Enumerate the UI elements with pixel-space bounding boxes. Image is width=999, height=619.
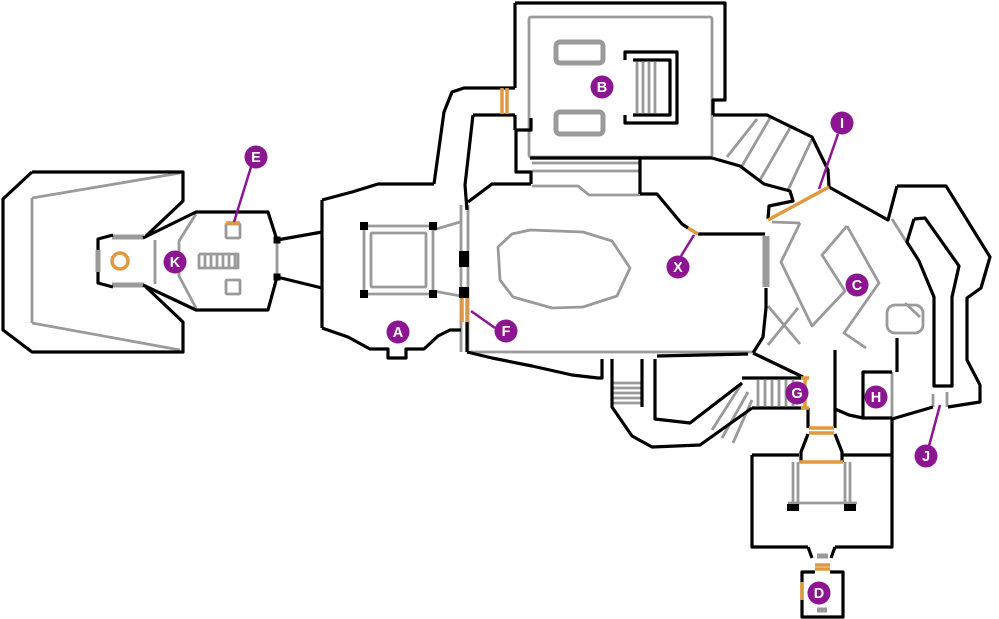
marker-X-leader-line bbox=[679, 234, 696, 257]
marker-J-circle bbox=[914, 444, 938, 468]
marker-I-circle bbox=[830, 111, 854, 135]
marker-F-circle bbox=[494, 319, 518, 343]
layer-door-posts-black bbox=[273, 222, 856, 511]
marker-F: F bbox=[470, 309, 518, 343]
marker-D-letter: D bbox=[814, 586, 824, 602]
marker-A: A bbox=[386, 320, 410, 344]
marker-I: I bbox=[817, 111, 854, 190]
marker-A-circle bbox=[386, 320, 410, 344]
marker-E: E bbox=[232, 145, 268, 223]
layer-doors-orange bbox=[226, 88, 843, 600]
marker-F-leader-line bbox=[470, 309, 496, 330]
marker-I-letter: I bbox=[840, 116, 844, 132]
layer-gray-details bbox=[30, 15, 949, 505]
marker-X: X bbox=[666, 234, 696, 279]
marker-K-letter: K bbox=[170, 255, 181, 271]
marker-H: H bbox=[864, 385, 888, 409]
marker-X-letter: X bbox=[673, 260, 683, 276]
marker-E-leader-line bbox=[232, 166, 253, 223]
orange-ring-marker bbox=[110, 251, 130, 271]
marker-G-circle bbox=[785, 381, 809, 405]
marker-J-leader-line bbox=[927, 404, 942, 447]
marker-B-letter: B bbox=[597, 80, 607, 96]
marker-C-letter: C bbox=[852, 278, 863, 294]
marker-G: G bbox=[785, 381, 809, 405]
marker-K: K bbox=[163, 250, 187, 274]
marker-C: C bbox=[845, 273, 869, 297]
markers: A B C D E F G H I J K X bbox=[163, 75, 942, 605]
marker-D: D bbox=[807, 581, 831, 605]
marker-H-letter: H bbox=[871, 390, 881, 406]
marker-B-circle bbox=[590, 75, 614, 99]
marker-F-letter: F bbox=[502, 324, 511, 340]
marker-X-circle bbox=[666, 255, 690, 279]
marker-B: B bbox=[590, 75, 614, 99]
marker-H-circle bbox=[864, 385, 888, 409]
marker-A-letter: A bbox=[393, 325, 404, 341]
marker-J-letter: J bbox=[922, 449, 930, 465]
marker-E-circle bbox=[244, 145, 268, 169]
marker-K-circle bbox=[163, 250, 187, 274]
marker-G-letter: G bbox=[791, 386, 802, 402]
marker-C-circle bbox=[845, 273, 869, 297]
marker-D-circle bbox=[807, 581, 831, 605]
layer-gray-benches bbox=[95, 39, 828, 613]
marker-E-letter: E bbox=[251, 150, 261, 166]
marker-I-leader-line bbox=[817, 133, 840, 190]
marker-J: J bbox=[914, 404, 942, 468]
